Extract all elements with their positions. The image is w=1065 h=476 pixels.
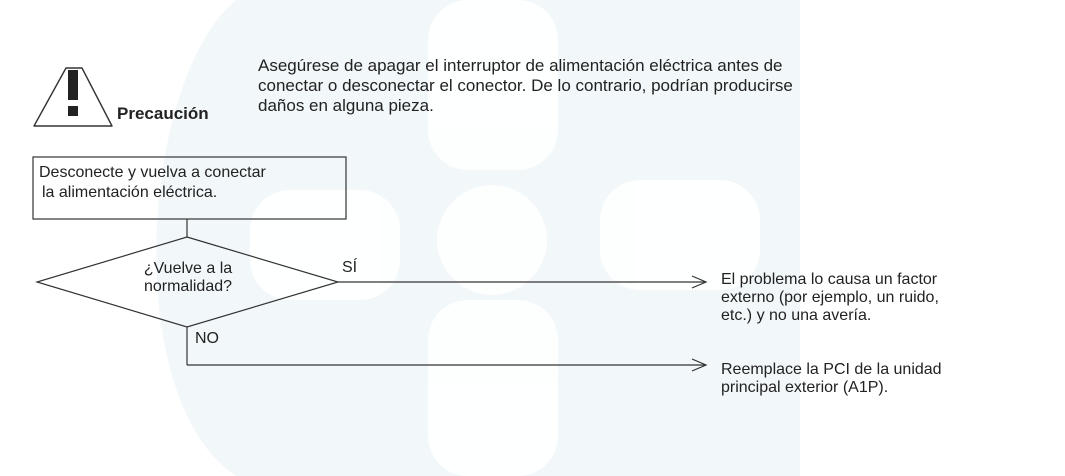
caution-label: Precaución [117, 104, 209, 123]
caution-text-line: conectar o desconectar el conector. De l… [258, 76, 793, 95]
caution-text: Asegúrese de apagar el interruptor de al… [258, 56, 1018, 116]
outcome-no-line: principal exterior (A1P). [721, 379, 889, 396]
outcome-no: Reemplace la PCI de la unidad principal … [721, 361, 942, 397]
outcome-yes: El problema lo causa un factor externo (… [721, 271, 939, 325]
start-box-line: Desconecte y vuelva a conectar [39, 164, 266, 181]
outcome-yes-line: etc.) y no una avería. [721, 307, 872, 324]
decision-line: normalidad? [143, 278, 233, 295]
arrowhead-no [691, 358, 708, 372]
start-box: Desconecte y vuelva a conectar la alimen… [36, 163, 342, 203]
start-box-line: la alimentación eléctrica. [42, 184, 218, 201]
outcome-yes-line: externo (por ejemplo, un ruido, [721, 289, 939, 306]
caution-text-line: Asegúrese de apagar el interruptor de al… [258, 56, 783, 75]
arrowhead-yes [691, 275, 708, 289]
start-box-outline [32, 156, 347, 220]
yes-label: SÍ [342, 259, 358, 276]
outcome-no-line: Reemplace la PCI de la unidad [721, 361, 942, 378]
caution-text-line: daños en alguna pieza. [258, 96, 434, 115]
decision-diamond: ¿Vuelve a la normalidad? [108, 260, 268, 296]
warning-triangle-icon [33, 67, 113, 127]
outcome-yes-line: El problema lo causa un factor [721, 271, 938, 288]
decision-line: ¿Vuelve a la [143, 260, 233, 277]
no-label: NO [195, 330, 219, 347]
